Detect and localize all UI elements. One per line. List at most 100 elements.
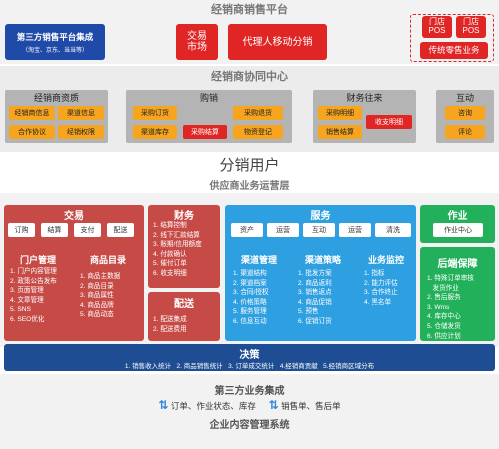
- channel-strategy-list: 1. 批发方案 2. 商品返利 3. 销售返点 4. 商品促销 5. 预售 6.…: [298, 269, 332, 327]
- trade-settle-chip[interactable]: 结算: [41, 223, 68, 237]
- finance-item: 4. 付款确认: [153, 250, 187, 258]
- backend-item: 1. 特殊订单审核: [427, 275, 474, 282]
- delivery-title: 配送: [174, 299, 194, 310]
- backend-list: 1. 特殊订单审核 发货作业 2. 售后服务 3. Wms 4. 库存中心 5.…: [427, 274, 474, 341]
- trade-pay-chip[interactable]: 支付: [74, 223, 101, 237]
- strategy-item: 3. 销售返点: [298, 289, 332, 297]
- channel-info-button[interactable]: 渠道信息: [58, 106, 104, 120]
- exchange-market-line2: 市场: [187, 42, 207, 53]
- trade-delivery-chip[interactable]: 配送: [107, 223, 134, 237]
- collab-center-title: 经销商协同中心: [211, 71, 288, 83]
- channel-management-list: 1. 渠道结构 2. 渠道档案 3. 合同/授权 4. 价格策略 5. 服务管理…: [233, 269, 269, 327]
- monitor-item: 2. 能力评估: [364, 279, 398, 287]
- backend-item: 2. 售后服务: [427, 294, 461, 302]
- third-party-integration-title: 第三方业务集成: [214, 386, 285, 397]
- channel-item: 6. 信息互动: [233, 317, 267, 325]
- backend-item: 3. Wms: [427, 303, 450, 311]
- channel-item: 4. 价格策略: [233, 298, 267, 306]
- store-pos-1-button[interactable]: 门店 POS: [422, 16, 452, 38]
- product-catalog-title: 商品目录: [89, 255, 126, 265]
- integration-band: [0, 374, 499, 449]
- decision-title: 决策: [239, 350, 260, 361]
- sales-settlement-button[interactable]: 销售结算: [318, 125, 362, 139]
- channel-item: 5. 服务管理: [233, 308, 267, 316]
- backend-section: 后端保障: [420, 247, 495, 341]
- delivery-item: 1. 配送集成: [153, 316, 187, 323]
- purchase-return-button[interactable]: 渠道库存: [133, 125, 177, 139]
- strategy-item: 1. 批发方案: [298, 270, 332, 277]
- purchase-detail-button[interactable]: 采购明细: [318, 106, 362, 120]
- purchase-settlement-button[interactable]: 采购结算: [183, 125, 227, 139]
- income-expense-detail-button[interactable]: 收支明细: [366, 115, 412, 129]
- store-pos-2-button[interactable]: 门店 POS: [456, 16, 486, 38]
- channel-strategy-title: 渠道策略: [304, 255, 341, 265]
- sales-platform-title: 经销商销售平台: [211, 4, 288, 16]
- portal-item: 3. 页面管理: [10, 287, 44, 295]
- dealer-qualification-title: 经销商资质: [33, 93, 79, 103]
- portal-item: 4. 文章管理: [10, 296, 44, 304]
- finance-title: 财务: [174, 211, 194, 222]
- finance-list: 1. 结算控制 2. 线下汇款结算 3. 账期/信用额度 4. 付款确认 5. …: [153, 221, 202, 279]
- service-operation-2-chip[interactable]: 运营: [339, 223, 371, 237]
- consult-button[interactable]: 咨询: [445, 106, 485, 120]
- service-cleaning-chip[interactable]: 清洗: [375, 223, 411, 237]
- agent-mobile-distribution-button[interactable]: 代理人移动分销: [228, 24, 327, 60]
- service-title: 服务: [310, 211, 331, 222]
- third-party-platform-box[interactable]: 第三方销售平台集成 （淘宝、京东、当当等）: [5, 24, 105, 60]
- comment-button[interactable]: 评论: [445, 125, 485, 139]
- channel-management-title: 渠道管理: [240, 255, 277, 265]
- catalog-item: 1. 商品主数据: [80, 273, 121, 280]
- third-party-platform-sub: （淘宝、京东、当当等）: [21, 47, 88, 54]
- backend-title: 后端保障: [437, 259, 478, 270]
- material-registration-button[interactable]: 物资登记: [233, 125, 283, 139]
- channel-item: 2. 渠道档案: [233, 279, 267, 287]
- job-center-chip[interactable]: 作业中心: [433, 223, 483, 237]
- exchange-market-line1: 交易: [187, 31, 207, 42]
- purchase-sales-title: 购销: [199, 93, 218, 103]
- dealer-info-button[interactable]: 经销商信息: [9, 106, 55, 120]
- exchange-market-button[interactable]: 交易 市场: [176, 24, 218, 60]
- finance-item: 5. 催付订单: [153, 260, 187, 268]
- monitor-item: 4. 黑名单: [364, 298, 392, 306]
- trade-order-chip[interactable]: 订购: [8, 223, 35, 237]
- store-pos-1-line2: POS: [428, 26, 446, 35]
- service-interaction-chip[interactable]: 互动: [303, 223, 335, 237]
- product-catalog-list: 1. 商品主数据 2. 商品目录 3. 商品属性 4. 商品品牌 5. 商品动态: [80, 272, 120, 320]
- portal-item: 6. SEO优化: [10, 315, 45, 323]
- channel-inventory-button[interactable]: 采购退货: [233, 106, 283, 120]
- purchase-order-button[interactable]: 采购订货: [133, 106, 177, 120]
- catalog-item: 5. 商品动态: [80, 311, 114, 319]
- trade-title: 交易: [64, 211, 84, 222]
- delivery-section: 配送: [148, 292, 220, 341]
- service-asset-chip[interactable]: 资产: [231, 223, 263, 237]
- distribution-user-title: 分销用户: [219, 157, 280, 174]
- catalog-item: 3. 商品属性: [80, 292, 114, 300]
- integration-flow-row: ⇅ 订单、作业状态、库存 ⇅ 销售单、售后单: [0, 398, 499, 412]
- delivery-list: 1. 配送集成 2. 配送费用: [153, 315, 187, 334]
- agent-mobile-distribution-label: 代理人移动分销: [242, 36, 313, 48]
- cooperation-agreement-button[interactable]: 合作协议: [9, 125, 55, 139]
- business-monitor-title: 业务监控: [367, 255, 404, 265]
- up-down-arrow-icon: ⇅: [158, 398, 169, 412]
- monitor-item: 3. 合作终止: [364, 289, 398, 297]
- backend-item: 4. 库存中心: [427, 313, 461, 321]
- portal-item: 5. SNS: [10, 306, 31, 314]
- store-pos-1-line1: 门店: [429, 17, 445, 27]
- catalog-item: 4. 商品品牌: [80, 301, 114, 309]
- up-down-arrow-icon: ⇅: [268, 398, 279, 412]
- monitor-item: 1. 指标: [364, 270, 385, 277]
- portal-item: 2. 政策公告发布: [10, 277, 57, 285]
- channel-item: 1. 渠道结构: [233, 270, 267, 277]
- third-party-platform-title: 第三方销售平台集成: [16, 31, 94, 42]
- operation-layer-subtitle: 供应商业务运营层: [209, 181, 290, 192]
- ecm-footer-title: 企业内容管理系统: [209, 420, 290, 431]
- dealer-permission-button[interactable]: 经销权限: [58, 125, 104, 139]
- finance-section: 财务: [148, 205, 220, 288]
- finance-item: 2. 线下汇款结算: [153, 231, 200, 239]
- service-operation-chip[interactable]: 运营: [267, 223, 299, 237]
- decision-section: 决策 1. 销售收入统计 2. 商品销售统计 3. 订单成交统计 4.经销商贡献…: [4, 344, 495, 371]
- traditional-retail-button[interactable]: 传统零售业务: [420, 42, 488, 59]
- integration-left-text: 订单、作业状态、库存: [170, 401, 256, 411]
- integration-right-text: 销售单、售后单: [281, 401, 341, 411]
- decision-metrics: 1. 销售收入统计 2. 商品销售统计 3. 订单成交统计 4.经销商贡献 5.…: [124, 363, 375, 370]
